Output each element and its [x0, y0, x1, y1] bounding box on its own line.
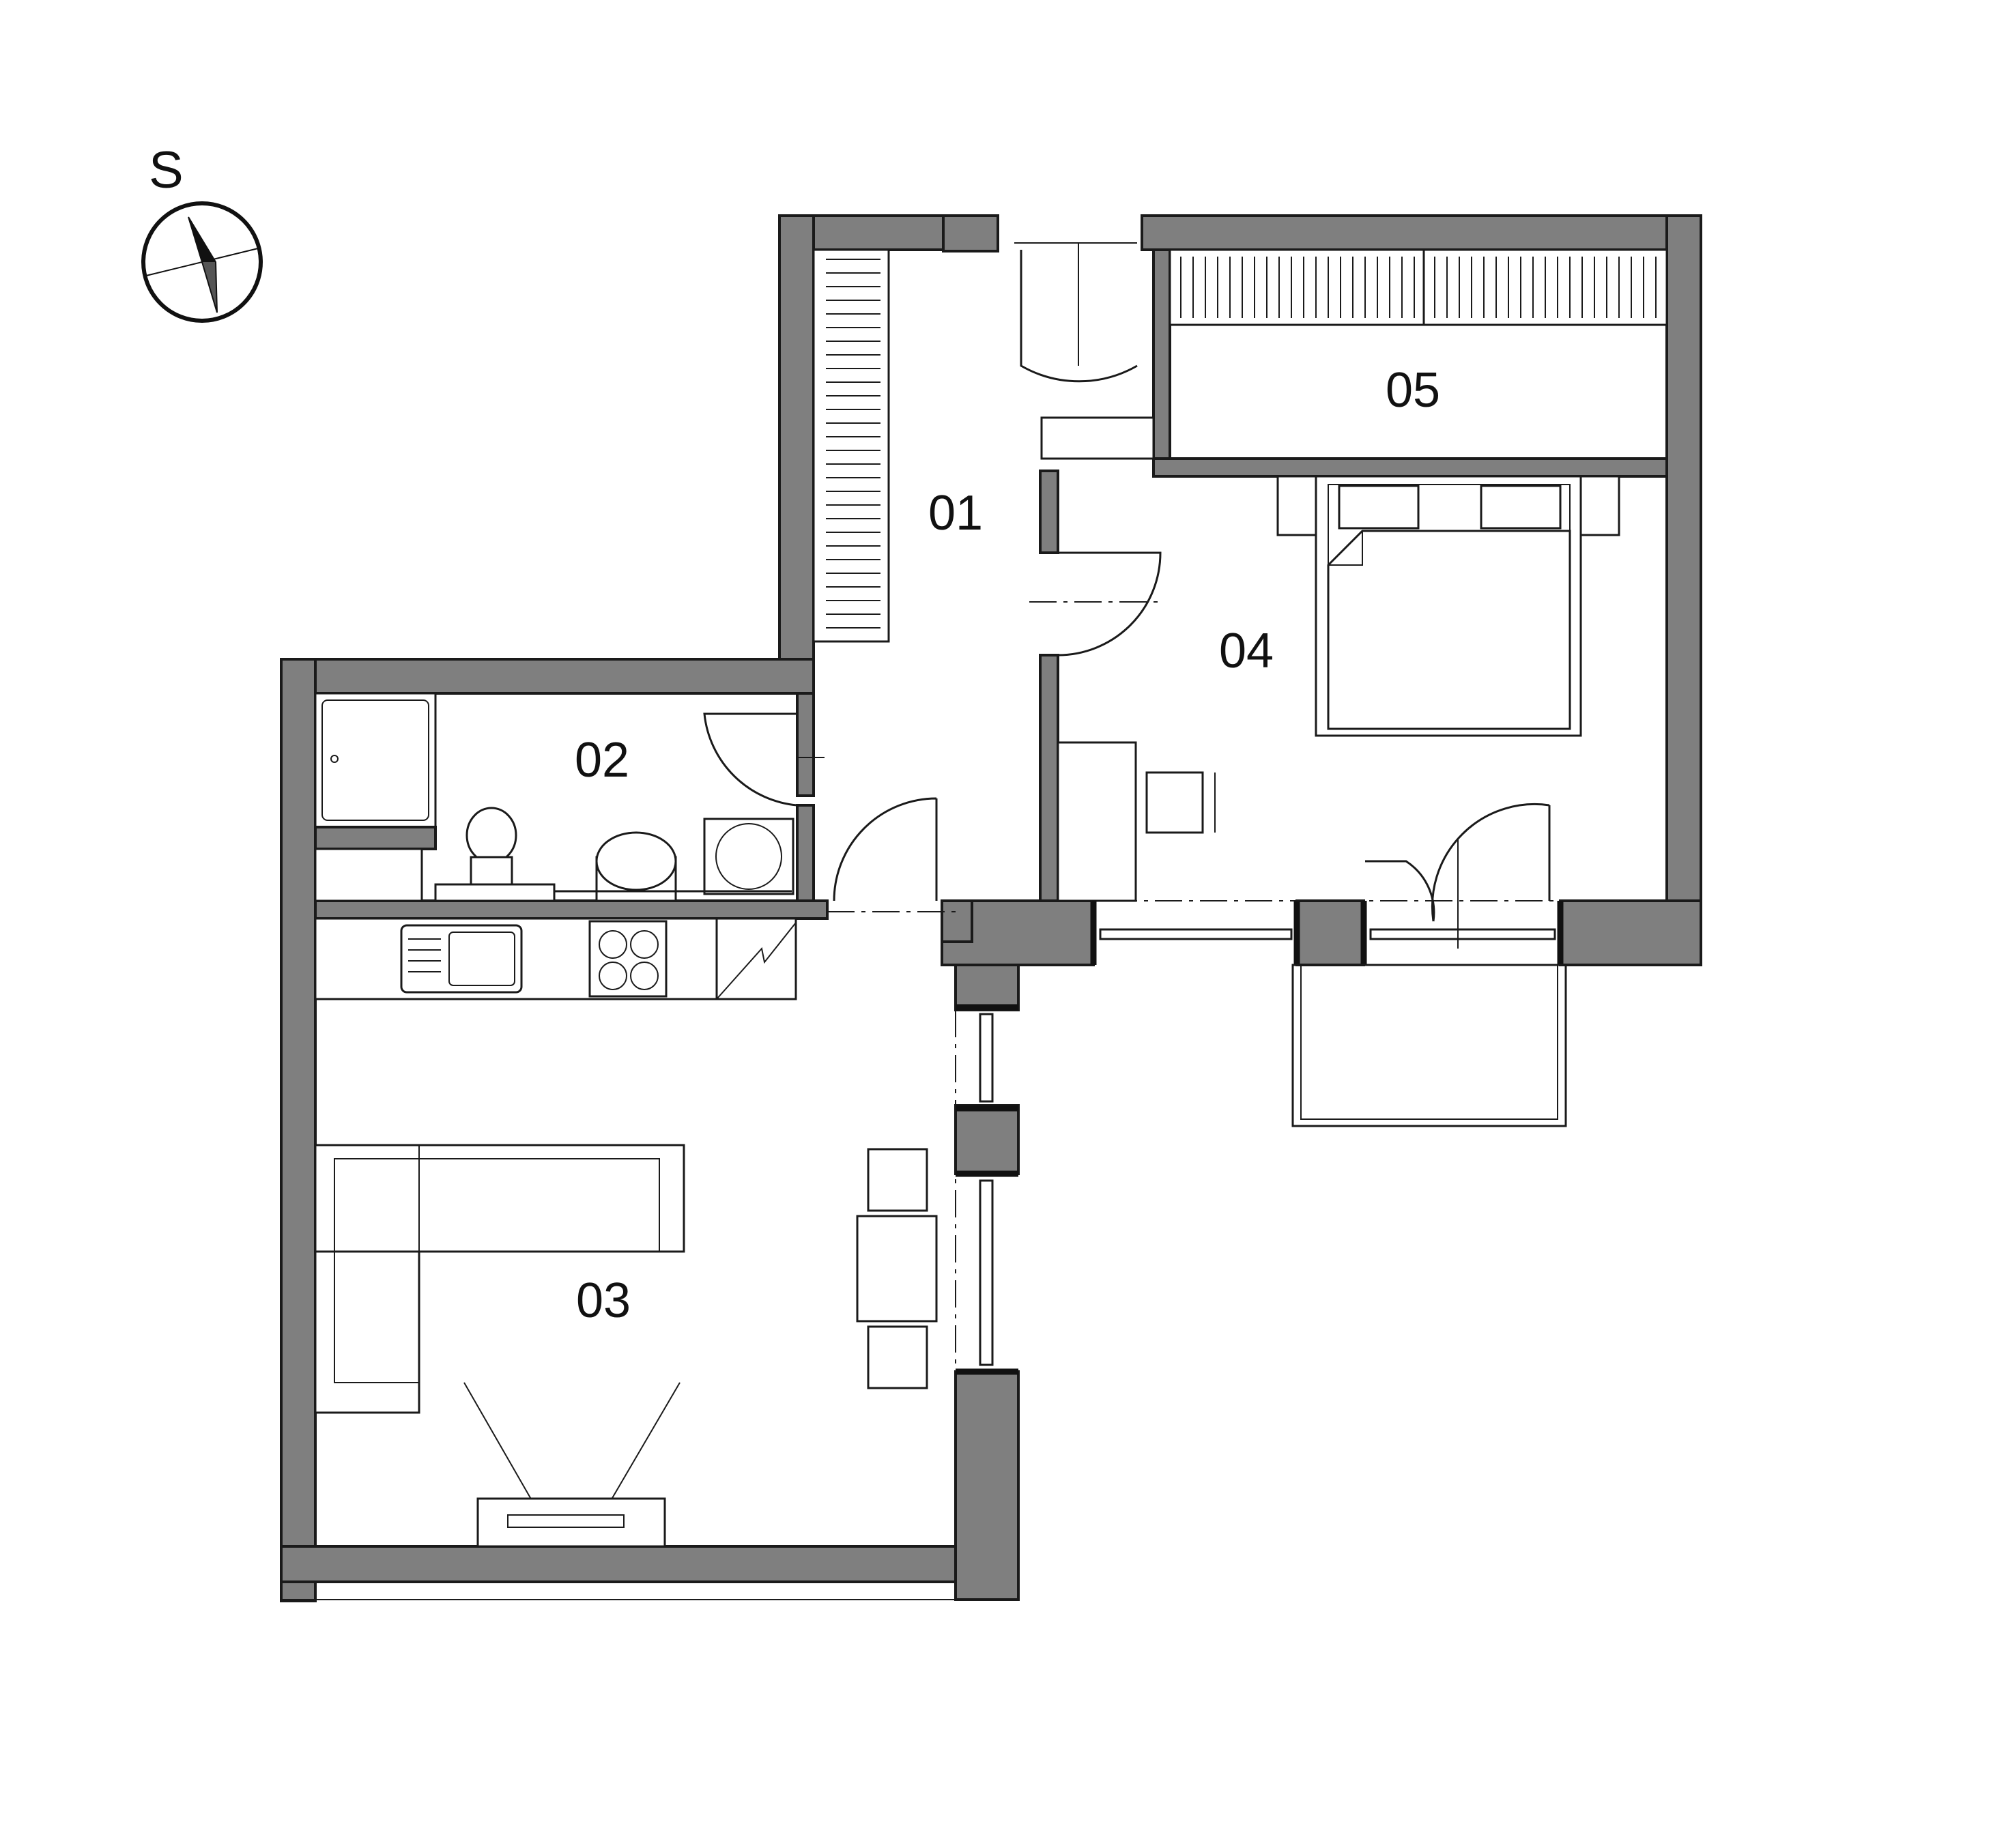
wardrobe-05: [1169, 248, 1668, 326]
bedroom-furniture: [1057, 475, 1620, 902]
entry-door: [1014, 242, 1155, 460]
compass-rose-icon: [141, 201, 263, 323]
walls: [280, 214, 1702, 1602]
door-living: [827, 797, 956, 912]
bathroom-fixtures: [314, 692, 794, 902]
door-bathroom: [703, 712, 826, 807]
kitchen-counter: [314, 917, 797, 1000]
room-label-02: 02: [575, 733, 629, 788]
room-label-05: 05: [1386, 363, 1440, 418]
living-furniture: [314, 1144, 938, 1548]
room-label-03: 03: [576, 1273, 631, 1328]
wardrobe-01: [812, 248, 890, 643]
compass: S: [141, 141, 263, 323]
room-label-01: 01: [928, 486, 983, 540]
compass-label: S: [149, 141, 184, 199]
room-labels: 01 02 03 04 05: [575, 363, 1440, 1328]
windows: [955, 803, 1567, 1375]
room-label-04: 04: [1219, 624, 1274, 678]
door-bedroom: [1029, 551, 1162, 656]
